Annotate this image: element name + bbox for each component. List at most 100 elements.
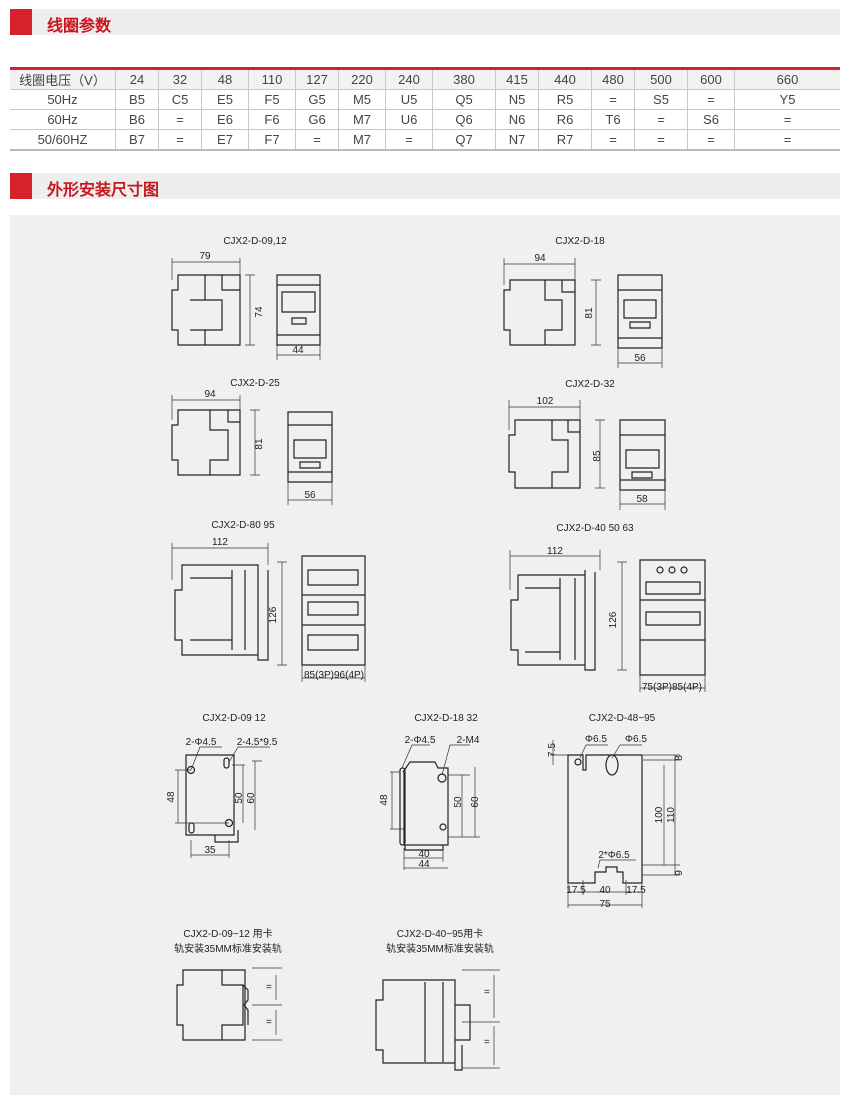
table-cell: S5	[634, 89, 688, 110]
table-cell: E6	[201, 109, 249, 130]
dim-40: 40	[599, 885, 611, 896]
equal-mark: =	[484, 987, 490, 998]
dimension-drawings-panel: CJX2-D-09,12 79 74 44 CJX2-D-18 94 81 56…	[10, 215, 840, 1095]
dim-9: 9	[674, 870, 685, 876]
table-cell: M7	[338, 129, 386, 151]
dim-height: 85	[592, 450, 603, 462]
dim-50: 50	[234, 792, 245, 804]
table-cell: U6	[385, 109, 433, 130]
table-cell: B7	[115, 129, 159, 151]
table-cell: 500	[634, 68, 688, 90]
dim-60: 60	[470, 796, 481, 808]
mounting-plate-cjx2-d-09-12: CJX2-D-09 12 2-Φ4.5 2-4.5*9.5 48 50 60 3…	[166, 713, 278, 858]
label-hole-1: Φ6.5	[585, 734, 607, 745]
drawing-title-line1: CJX2-D-40~95用卡	[397, 927, 483, 940]
section-title: 外形安装尺寸图	[47, 182, 160, 199]
table-cell: =	[734, 109, 840, 130]
mounting-plate-cjx2-d-18-32: CJX2-D-18 32 2-Φ4.5 2-M4 48 50 60 40 44	[379, 713, 481, 870]
table-cell: B6	[115, 109, 159, 130]
dim-48: 48	[379, 794, 390, 806]
table-cell: 48	[201, 68, 249, 90]
drawing-title: CJX2-D-48~95	[589, 713, 656, 724]
dim-height: 126	[268, 606, 279, 623]
dim-height: 81	[584, 307, 595, 319]
table-cell: =	[591, 89, 635, 110]
table-cell: M5	[338, 89, 386, 110]
table-cell: 600	[687, 68, 735, 90]
dim-48: 48	[166, 791, 177, 803]
equal-mark: =	[266, 982, 272, 993]
drawing-title: CJX2-D-32	[565, 379, 615, 390]
drawing-title: CJX2-D-25	[230, 378, 280, 389]
drawing-title: CJX2-D-09 12	[202, 713, 266, 724]
label-hole: 2-Φ4.5	[186, 737, 217, 748]
section-marker	[10, 9, 32, 35]
dim-8: 8	[674, 755, 685, 761]
dim-side: 85(3P)96(4P)	[304, 670, 364, 681]
table-cell: G5	[295, 89, 339, 110]
table-cell: Q6	[432, 109, 496, 130]
table-cell: U5	[385, 89, 433, 110]
table-cell: Q7	[432, 129, 496, 151]
table-cell: N5	[495, 89, 539, 110]
table-cell: 127	[295, 68, 339, 90]
section-header-coil: 线圈参数	[10, 9, 840, 35]
table-cell: R7	[538, 129, 592, 151]
label-hole: 2-Φ4.5	[405, 735, 436, 746]
table-cell: =	[591, 129, 635, 151]
label-slot: 2-4.5*9.5	[237, 737, 278, 748]
table-cell: 110	[248, 68, 296, 90]
table-cell: 240	[385, 68, 433, 90]
table-cell: 60Hz	[10, 109, 116, 130]
rail-mount-cjx2-d-09-12: CJX2-D-09~12 用卡 轨安装35MM标准安装轨 = =	[174, 927, 282, 1041]
dim-width: 94	[204, 389, 216, 400]
dim-40: 40	[418, 849, 430, 860]
drawing-cjx2-d-09-12: CJX2-D-09,12 79 74 44	[171, 236, 321, 360]
label-bottom-holes: 2*Φ6.5	[598, 850, 630, 861]
table-cell: =	[158, 129, 202, 151]
dim-100: 100	[654, 806, 665, 823]
dim-7-5: 7.5	[547, 743, 558, 757]
dim-width: 112	[547, 546, 563, 557]
drawing-cjx2-d-32: CJX2-D-32 102 85 58	[508, 379, 666, 510]
table-cell: T6	[591, 109, 635, 130]
table-cell: Q5	[432, 89, 496, 110]
drawing-title: CJX2-D-18	[555, 236, 605, 247]
dim-width: 94	[534, 253, 546, 264]
table-cell: E7	[201, 129, 249, 151]
table-cell: 24	[115, 68, 159, 90]
drawing-cjx2-d-25: CJX2-D-25 94 81 56	[171, 378, 333, 505]
dim-17-5-left: 17.5	[566, 885, 586, 896]
table-cell: N7	[495, 129, 539, 151]
dim-35: 35	[204, 845, 216, 856]
dim-75: 75	[599, 899, 611, 910]
table-cell: 480	[591, 68, 635, 90]
drawing-title-line1: CJX2-D-09~12 用卡	[183, 927, 272, 940]
table-cell: F5	[248, 89, 296, 110]
dim-side: 75(3P)85(4P)	[642, 682, 702, 693]
dim-60: 60	[246, 792, 257, 804]
table-cell: S6	[687, 109, 735, 130]
equal-mark: =	[266, 1017, 272, 1028]
label-screw: 2-M4	[457, 735, 480, 746]
equal-mark: =	[484, 1037, 490, 1048]
dim-110: 110	[666, 807, 677, 823]
dim-width: 79	[199, 251, 211, 262]
table-cell: 50Hz	[10, 89, 116, 110]
mounting-plate-cjx2-d-48-95: CJX2-D-48~95 Φ6.5 Φ6.5 7.5 8 100 110 2*Φ…	[547, 713, 685, 910]
dim-height: 81	[254, 438, 265, 450]
drawing-cjx2-d-18: CJX2-D-18 94 81 56	[503, 236, 663, 368]
table-cell: =	[295, 129, 339, 151]
table-cell: =	[385, 129, 433, 151]
table-cell: 380	[432, 68, 496, 90]
table-cell: 220	[338, 68, 386, 90]
drawing-title-line2: 轨安装35MM标准安装轨	[386, 942, 494, 955]
dim-side: 58	[636, 494, 648, 505]
table-cell: 415	[495, 68, 539, 90]
dim-17-5-right: 17.5	[626, 885, 646, 896]
section-marker	[10, 173, 32, 199]
